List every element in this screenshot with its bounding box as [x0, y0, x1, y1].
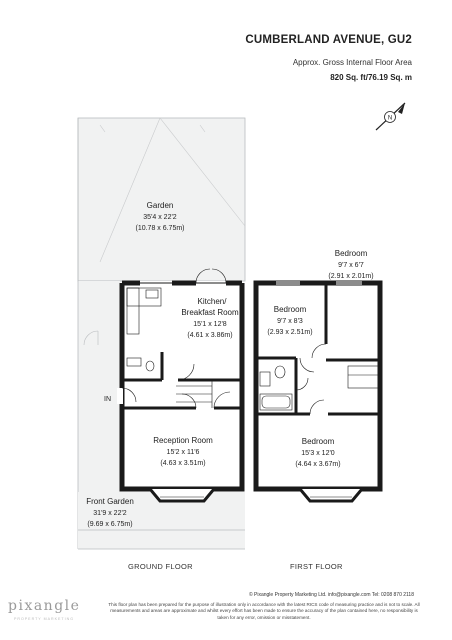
svg-text:15'1 x 12'8: 15'1 x 12'8 [193, 321, 227, 328]
entry-label: IN [104, 396, 111, 403]
svg-text:(10.78 x 6.75m): (10.78 x 6.75m) [135, 225, 184, 232]
svg-text:Bedroom: Bedroom [335, 249, 368, 258]
area-value: 820 Sq. ft/76.19 Sq. m [330, 73, 412, 82]
room-label-front-garden: Front Garden 31'9 x 22'2 (9.69 x 6.75m) [86, 497, 134, 528]
svg-text:9'7 x 6'7: 9'7 x 6'7 [338, 262, 364, 269]
ground-floor-plan [83, 268, 245, 503]
room-label-bedroom-small: Bedroom 9'7 x 6'7 (2.91 x 2.01m) [328, 249, 373, 280]
svg-text:15'2 x 11'6: 15'2 x 11'6 [167, 449, 200, 456]
disclaimer-text: This floor plan has been prepared for th… [108, 602, 420, 620]
garden-area [77, 117, 246, 282]
svg-text:(4.64 x 3.67m): (4.64 x 3.67m) [295, 461, 340, 468]
svg-text:31'9 x 22'2: 31'9 x 22'2 [93, 510, 127, 517]
svg-text:Breakfast Room: Breakfast Room [181, 308, 239, 317]
svg-text:15'3 x 12'0: 15'3 x 12'0 [301, 450, 335, 457]
logo-tagline: PROPERTY MARKETING [14, 617, 75, 621]
svg-text:(2.91 x 2.01m): (2.91 x 2.01m) [328, 273, 373, 280]
copyright-text: © Pixangle Property Marketing Ltd. info@… [248, 592, 414, 598]
svg-text:(4.61 x 3.86m): (4.61 x 3.86m) [187, 332, 232, 339]
pixangle-logo: pixangle [8, 598, 81, 614]
svg-text:Bedroom: Bedroom [302, 437, 335, 446]
svg-text:(4.63 x 3.51m): (4.63 x 3.51m) [160, 460, 205, 467]
area-subtitle: Approx. Gross Internal Floor Area [292, 58, 412, 67]
svg-text:Front Garden: Front Garden [86, 497, 134, 506]
svg-text:9'7 x 8'3: 9'7 x 8'3 [277, 318, 303, 325]
svg-text:Bedroom: Bedroom [274, 305, 307, 314]
compass-label: N [388, 116, 392, 122]
svg-text:35'4 x 22'2: 35'4 x 22'2 [143, 214, 177, 221]
room-label-kitchen: Kitchen/ Breakfast Room 15'1 x 12'8 (4.6… [181, 297, 239, 339]
ground-floor-label: GROUND FLOOR [128, 562, 193, 571]
compass-icon: N [375, 102, 406, 131]
svg-text:Garden: Garden [147, 201, 174, 210]
svg-text:Reception Room: Reception Room [153, 436, 213, 445]
svg-text:(2.93 x 2.51m): (2.93 x 2.51m) [267, 329, 312, 336]
room-label-reception: Reception Room 15'2 x 11'6 (4.63 x 3.51m… [153, 436, 213, 467]
first-floor-plan [253, 280, 383, 503]
room-label-garden: Garden 35'4 x 22'2 (10.78 x 6.75m) [135, 201, 184, 232]
svg-text:Kitchen/: Kitchen/ [198, 297, 228, 306]
svg-text:(9.69 x 6.75m): (9.69 x 6.75m) [87, 521, 132, 528]
first-floor-label: FIRST FLOOR [290, 562, 343, 571]
room-label-bedroom-middle: Bedroom 9'7 x 8'3 (2.93 x 2.51m) [267, 305, 312, 336]
room-label-bedroom-main: Bedroom 15'3 x 12'0 (4.64 x 3.67m) [295, 437, 340, 468]
plan-title: CUMBERLAND AVENUE, GU2 [245, 34, 412, 46]
